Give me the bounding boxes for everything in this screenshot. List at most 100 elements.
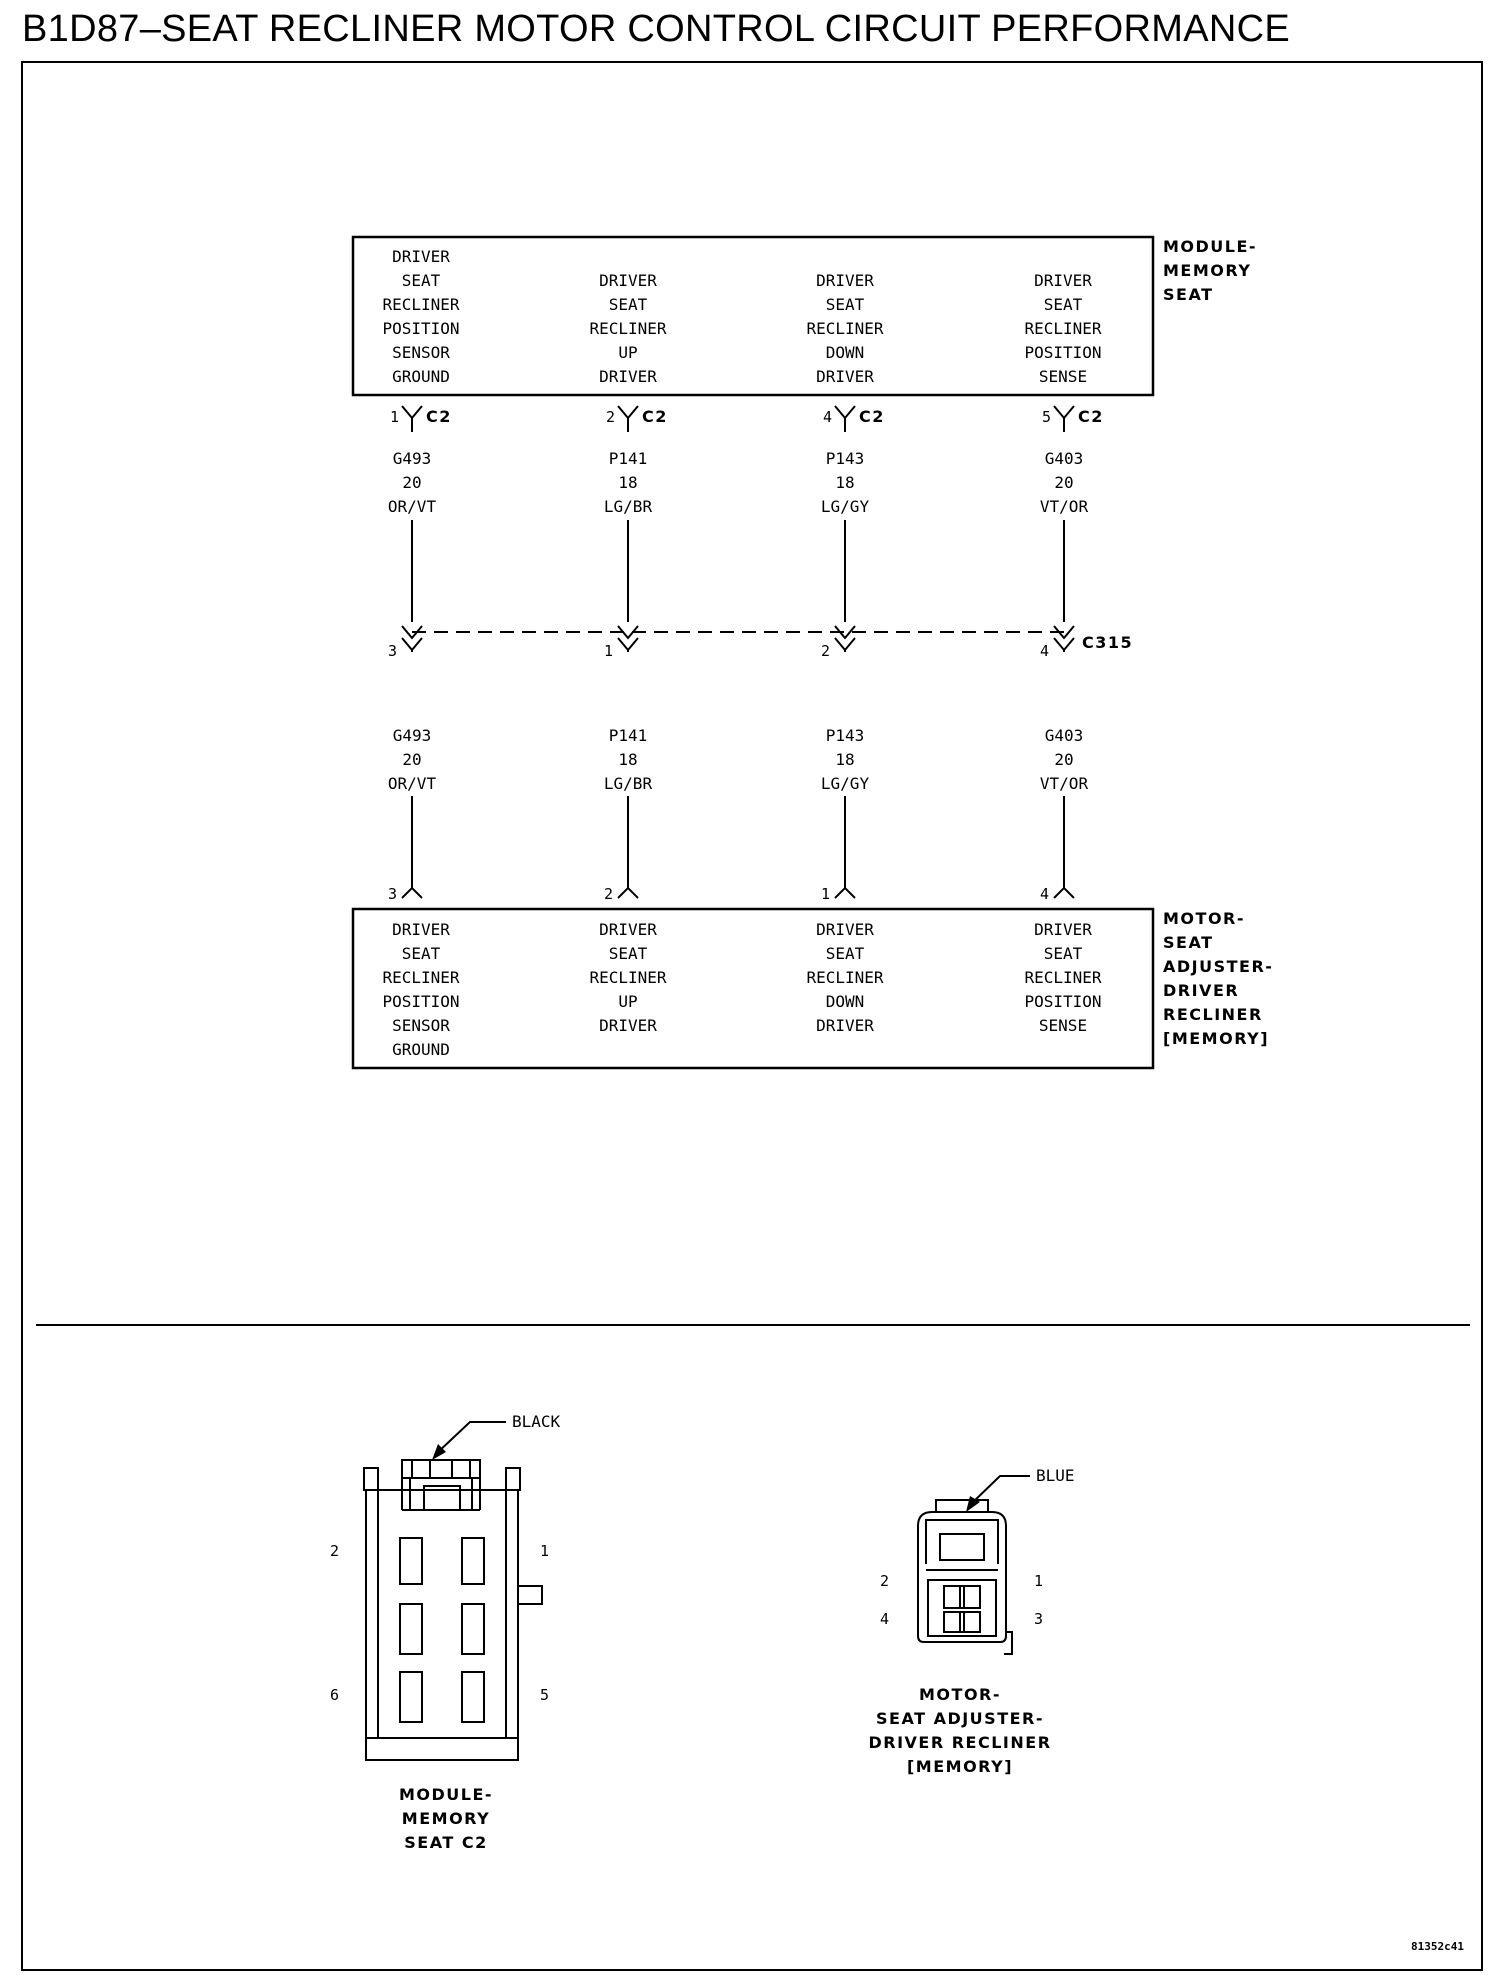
motor-connector-caption-line: MOTOR- [919, 1685, 1001, 1704]
motor-pin-description: DRIVER [392, 920, 450, 939]
module-connector-id: C2 [642, 407, 668, 426]
c315-pin-number: 1 [604, 642, 613, 660]
module-pin-description: UP [618, 343, 637, 362]
motor-label-line: ADJUSTER- [1163, 957, 1273, 976]
module-c2-pin-number: 1 [540, 1542, 549, 1560]
module-memory-seat-box [351, 235, 1155, 397]
motor-label-line: [MEMORY] [1163, 1029, 1269, 1048]
female-terminal-symbol [834, 405, 856, 432]
c315-pin-number: 4 [1040, 642, 1049, 660]
inline-terminal-symbol [834, 625, 856, 652]
female-terminal-symbol [617, 405, 639, 432]
wire-label-upper: 18 [618, 473, 637, 492]
wire-label-upper: G493 [393, 449, 432, 468]
module-connector-id: C2 [1078, 407, 1104, 426]
module-pin-description: DOWN [826, 343, 865, 362]
wire-label-lower: G493 [393, 726, 432, 745]
wire-label-lower: OR/VT [388, 774, 437, 793]
motor-pin-description: SEAT [1044, 944, 1083, 963]
inline-terminal-symbol [401, 625, 423, 652]
motor-connector-pin-number: 1 [1034, 1572, 1043, 1590]
inline-terminal-symbol [617, 625, 639, 652]
module-pin-description: RECLINER [1024, 319, 1101, 338]
module-pin-description: DRIVER [816, 271, 874, 290]
motor-pin-description: DRIVER [816, 920, 874, 939]
motor-pin-descriptions: DRIVERSEATRECLINERPOSITIONSENSORGROUNDDR… [382, 920, 1101, 1059]
wire-label-upper: VT/OR [1040, 497, 1089, 516]
module-c2-pin-number: 6 [330, 1686, 339, 1704]
wire-label-upper: P143 [826, 449, 865, 468]
wire-label-lower: 18 [835, 750, 854, 769]
motor-seat-adjuster-label: MOTOR-SEATADJUSTER-DRIVERRECLINER[MEMORY… [1163, 909, 1273, 1048]
motor-pin-number: 4 [1040, 885, 1049, 903]
wire-label-lower: 20 [402, 750, 421, 769]
male-terminal-symbol [401, 886, 423, 899]
wire-label-upper: 18 [835, 473, 854, 492]
module-pin-description: SEAT [609, 295, 648, 314]
motor-connector-pin-number: 3 [1034, 1610, 1043, 1628]
motor-pin-description: SEAT [826, 944, 865, 963]
wire-label-upper: LG/BR [604, 497, 653, 516]
motor-connector-caption-line: SEAT ADJUSTER- [876, 1709, 1044, 1728]
motor-connector-caption-line: [MEMORY] [907, 1757, 1013, 1776]
motor-label-line: MOTOR- [1163, 909, 1245, 928]
male-terminal-symbol [1053, 886, 1075, 899]
motor-connector-caption-line: DRIVER RECLINER [868, 1733, 1051, 1752]
wire-label-upper: 20 [402, 473, 421, 492]
c315-connector-id: C315 [1082, 633, 1133, 652]
wire-label-upper: P141 [609, 449, 648, 468]
motor-pin-description: POSITION [1024, 992, 1101, 1011]
module-pin-description: RECLINER [382, 295, 459, 314]
male-terminal-symbol [834, 886, 856, 899]
motor-pin-number: 3 [388, 885, 397, 903]
motor-connector-color-label: BLUE [1036, 1466, 1075, 1485]
motor-label-line: DRIVER [1163, 981, 1239, 1000]
module-pin-descriptions: DRIVERSEATRECLINERPOSITIONSENSORGROUNDDR… [382, 247, 1101, 386]
motor-pin-description: SENSE [1039, 1016, 1087, 1035]
wire-label-upper: LG/GY [821, 497, 870, 516]
module-pin-number: 5 [1042, 408, 1051, 426]
module-pin-number: 2 [606, 408, 615, 426]
module-pin-description: SENSE [1039, 367, 1087, 386]
female-terminal-symbol [401, 405, 423, 432]
motor-pin-description: RECLINER [1024, 968, 1101, 987]
motor-pin-description: SEAT [402, 944, 441, 963]
motor-label-line: SEAT [1163, 933, 1214, 952]
motor-pin-description: GROUND [392, 1040, 450, 1059]
motor-connector-caption: MOTOR- SEAT ADJUSTER- DRIVER RECLINER [MEMO… [868, 1685, 1051, 1776]
module-c2-caption-line: MEMORY [402, 1809, 490, 1828]
motor-connector-pin-number: 2 [880, 1572, 889, 1590]
wire-label-lower: P143 [826, 726, 865, 745]
module-pin-description: GROUND [392, 367, 450, 386]
wire-label-upper: 20 [1054, 473, 1073, 492]
module-pin-description: SEAT [826, 295, 865, 314]
module-label-line: SEAT [1163, 285, 1214, 304]
module-pin-description: DRIVER [599, 271, 657, 290]
module-c2-caption-line: MODULE- [399, 1785, 493, 1804]
module-c2-caption-line: SEAT C2 [404, 1833, 487, 1852]
motor-pin-description: SEAT [609, 944, 648, 963]
module-pin-description: RECLINER [589, 319, 666, 338]
wire-label-lower: P141 [609, 726, 648, 745]
figure-id: 81352c41 [1411, 1940, 1464, 1953]
page-title: B1D87–SEAT RECLINER MOTOR CONTROL CIRCUI… [22, 8, 1291, 50]
wires: G49320OR/VTG49320OR/VTP14118LG/BRP14118L… [388, 449, 1089, 888]
wire-label-upper: G403 [1045, 449, 1084, 468]
module-pin-description: SENSOR [392, 343, 450, 362]
motor-seat-adjuster-box [351, 907, 1155, 1070]
module-pin-description: DRIVER [599, 367, 657, 386]
c315-pin-number: 2 [821, 642, 830, 660]
inline-terminal-symbol [1053, 625, 1075, 652]
motor-pin-description: UP [618, 992, 637, 1011]
wire-label-lower: 18 [618, 750, 637, 769]
module-c2-pin-number: 2 [330, 1542, 339, 1560]
diagram-frame [21, 61, 1483, 1971]
module-c2-connector-view [363, 1421, 543, 1761]
motor-pin-description: POSITION [382, 992, 459, 1011]
module-pin-description: SEAT [402, 271, 441, 290]
wire-label-lower: LG/GY [821, 774, 870, 793]
motor-pin-description: DRIVER [816, 1016, 874, 1035]
